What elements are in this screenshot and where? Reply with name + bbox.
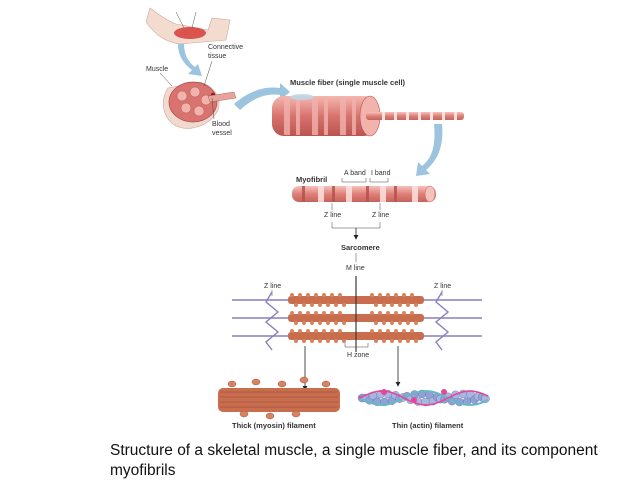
- zoom-arrow-3: [416, 124, 443, 176]
- label-sarcomere: Sarcomere: [341, 243, 380, 252]
- label-m-line: M line: [346, 265, 365, 272]
- label-z-line-sarcomere-right: Z line: [434, 283, 451, 290]
- label-myofibril: Myofibril: [296, 175, 327, 184]
- thin-actin-filament: [357, 389, 490, 407]
- label-blood-vessel-2: vessel: [212, 130, 232, 137]
- arm-illustration: [145, 7, 231, 45]
- label-z-line-myofibril-left: Z line: [324, 212, 341, 219]
- label-connective-tissue-1: Connective: [208, 44, 243, 51]
- label-connective-tissue-2: tissue: [208, 53, 226, 60]
- label-thick-filament: Thick (myosin) filament: [232, 421, 316, 430]
- whole-muscle-icon: [174, 27, 206, 39]
- muscle-fiber: [272, 94, 464, 137]
- label-thin-filament: Thin (actin) filament: [392, 421, 464, 430]
- muscle-cross-section: [163, 81, 237, 129]
- label-muscle-fiber: Muscle fiber (single muscle cell): [290, 78, 406, 87]
- zoom-arrow-2: [234, 83, 290, 110]
- label-z-line-myofibril-right: Z line: [372, 212, 389, 219]
- myofibril: [292, 185, 436, 203]
- label-h-zone: H zone: [347, 352, 369, 359]
- figure-caption: Structure of a skeletal muscle, a single…: [110, 442, 598, 479]
- label-blood-vessel-1: Blood: [212, 121, 230, 128]
- thick-myosin-filament: [218, 376, 340, 420]
- label-i-band: I band: [371, 170, 391, 177]
- sarcomere: [232, 276, 482, 352]
- label-muscle: Muscle: [146, 66, 168, 73]
- zoom-arrow-1: [178, 44, 202, 76]
- label-a-band: A band: [344, 170, 366, 177]
- label-z-line-sarcomere-left: Z line: [264, 283, 281, 290]
